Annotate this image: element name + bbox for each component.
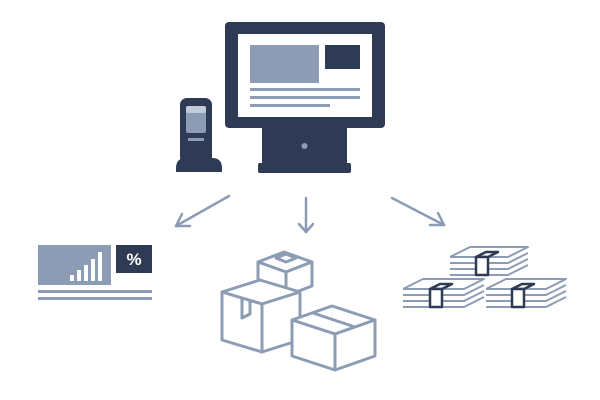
screen-text-line bbox=[250, 104, 330, 107]
boxes-icon bbox=[220, 250, 377, 372]
percent-sign: % bbox=[126, 250, 141, 269]
scanner-window-highlight bbox=[186, 106, 206, 113]
cash-stack-right bbox=[485, 278, 567, 309]
report-bar bbox=[91, 259, 95, 281]
box-left bbox=[220, 278, 302, 354]
percent-badge bbox=[116, 245, 152, 273]
arrow-left-icon bbox=[174, 194, 231, 228]
report-text-line bbox=[38, 297, 152, 300]
monitor-power-button bbox=[301, 143, 308, 149]
report-bar bbox=[98, 252, 102, 281]
sales-report-icon: % bbox=[38, 245, 152, 300]
screen-text-line bbox=[250, 96, 360, 99]
report-text-line bbox=[38, 290, 152, 293]
cash-band bbox=[510, 282, 536, 309]
report-bar bbox=[70, 275, 74, 281]
cash-band bbox=[474, 250, 500, 277]
box-right bbox=[290, 304, 377, 372]
arrows bbox=[174, 194, 446, 234]
screen-dark-block bbox=[325, 45, 360, 69]
report-bar bbox=[84, 265, 88, 281]
cash-stacks-icon bbox=[402, 246, 567, 309]
report-bar bbox=[77, 270, 81, 281]
cash-band bbox=[428, 282, 454, 309]
barcode-scanner-icon bbox=[176, 98, 222, 172]
screen-text-line bbox=[250, 88, 360, 91]
monitor-base bbox=[258, 163, 351, 173]
cash-stack-top bbox=[449, 246, 529, 277]
scanner-grip bbox=[188, 138, 204, 141]
screen-image-block bbox=[250, 45, 319, 83]
cash-stack-left bbox=[402, 278, 485, 309]
arrow-right-icon bbox=[390, 196, 446, 227]
arrow-down-icon bbox=[297, 196, 315, 234]
pos-terminal-icon bbox=[225, 22, 385, 173]
